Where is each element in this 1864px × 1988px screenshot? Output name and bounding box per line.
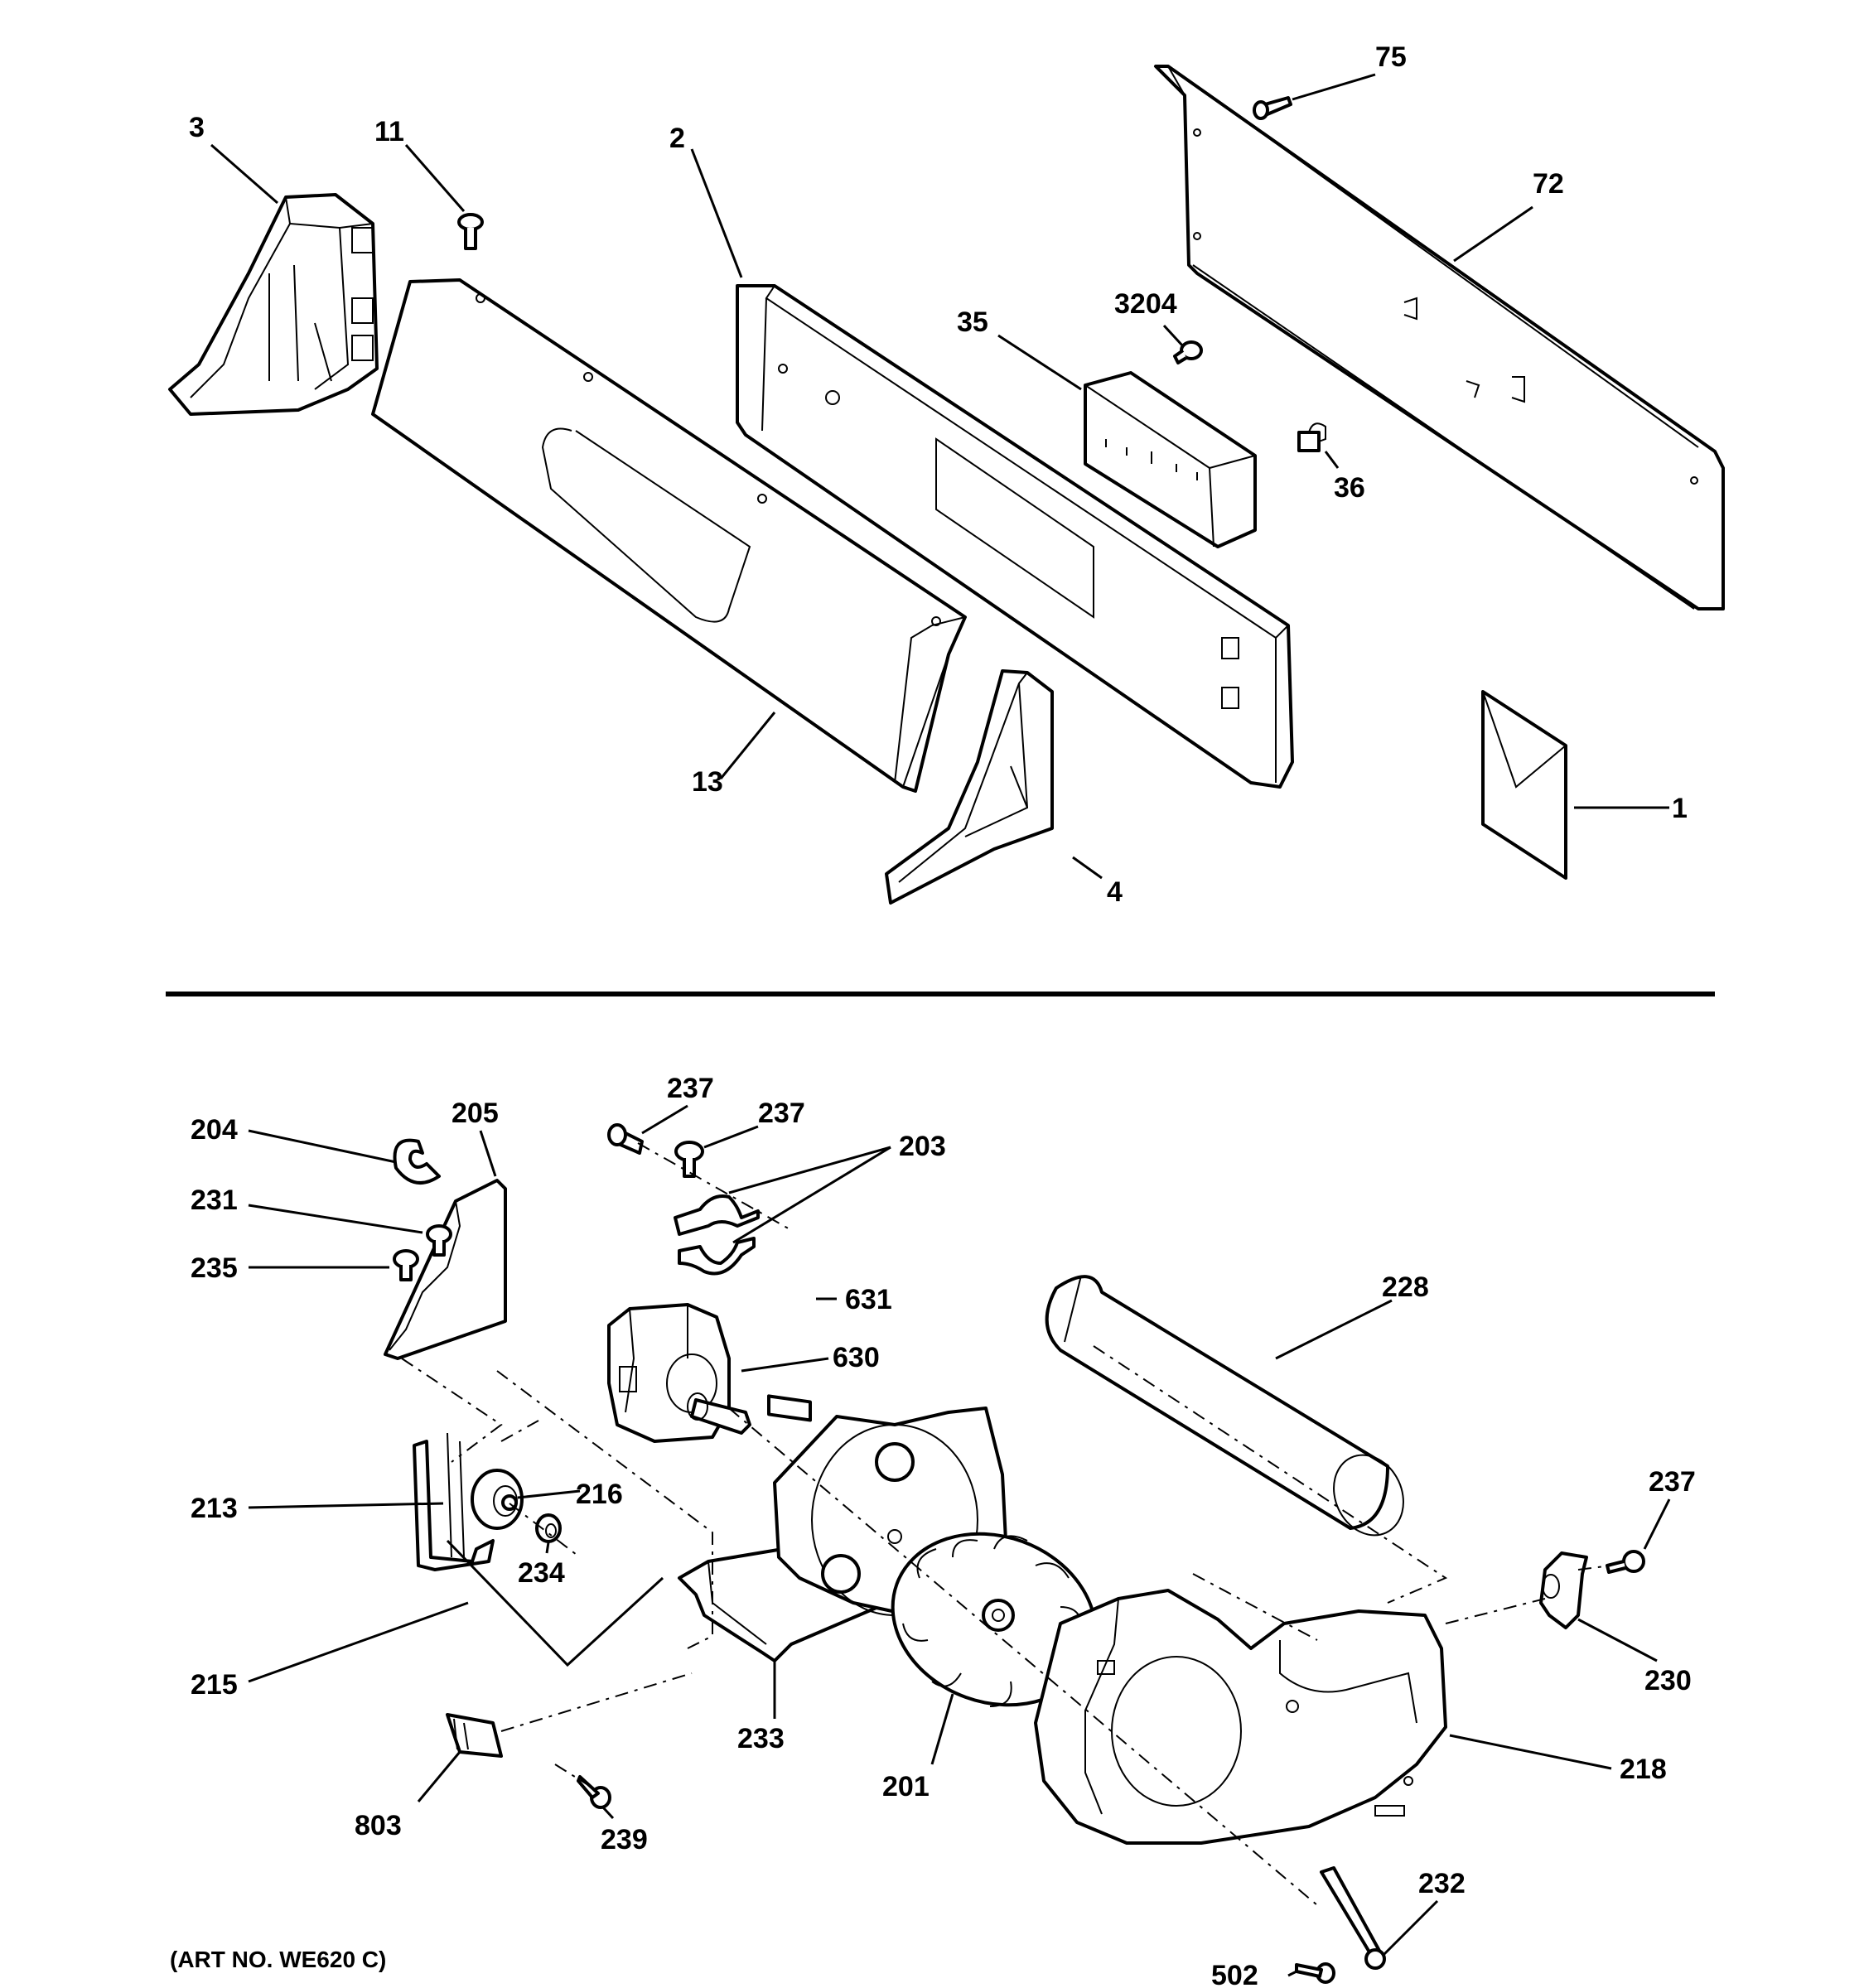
alignment-lines	[401, 1142, 1612, 1906]
part-4-right-endcap[interactable]	[885, 669, 1054, 905]
callout-204: 204	[191, 1114, 238, 1146]
callout-11: 11	[374, 116, 404, 147]
art-number: (ART NO. WE620 C)	[170, 1947, 386, 1972]
callout-3204: 3204	[1114, 288, 1177, 320]
part-218-blower-housing[interactable]	[1034, 1589, 1447, 1845]
part-2-panel-frame[interactable]	[736, 284, 1294, 789]
part-216-pulley[interactable]	[471, 1469, 524, 1530]
callout-803: 803	[355, 1810, 402, 1841]
callout-216: 216	[576, 1479, 623, 1510]
leader-lines	[210, 73, 1671, 1977]
part-3204-screw[interactable]	[1173, 340, 1203, 364]
callout-203: 203	[899, 1131, 946, 1162]
callout-239: 239	[601, 1824, 648, 1855]
part-803-switch[interactable]	[446, 1713, 503, 1758]
callout-502: 502	[1211, 1960, 1258, 1988]
part-237-screw-b[interactable]	[674, 1141, 704, 1178]
part-231-screw[interactable]	[426, 1224, 452, 1257]
part-205-bracket[interactable]	[384, 1179, 507, 1360]
part-234-nut[interactable]	[535, 1513, 562, 1543]
callout-13: 13	[692, 766, 723, 798]
part-203-motor-clamp-upper[interactable]	[674, 1194, 760, 1236]
part-36-connector[interactable]	[1297, 422, 1326, 452]
callout-231: 231	[191, 1185, 238, 1216]
callout-234: 234	[518, 1557, 565, 1589]
part-228-duct[interactable]	[1045, 1275, 1417, 1546]
part-11-screw[interactable]	[457, 213, 484, 250]
part-631-connector[interactable]	[767, 1394, 812, 1422]
part-235-screw[interactable]	[393, 1249, 419, 1281]
part-230-bearing-bracket[interactable]	[1539, 1551, 1588, 1629]
part-502-screw[interactable]	[1295, 1962, 1335, 1984]
part-72-rear-panel[interactable]	[1154, 65, 1725, 610]
callout-72: 72	[1533, 168, 1564, 200]
part-232-screw[interactable]	[1320, 1866, 1386, 1970]
callout-237-c: 237	[1649, 1466, 1696, 1498]
callout-232: 232	[1418, 1868, 1466, 1899]
callout-201: 201	[882, 1771, 930, 1802]
callout-2: 2	[669, 123, 685, 154]
part-13-control-panel[interactable]	[371, 278, 967, 793]
part-35-control-board[interactable]	[1084, 371, 1257, 548]
callout-215: 215	[191, 1669, 238, 1701]
callout-630: 630	[833, 1342, 880, 1373]
callout-228: 228	[1382, 1271, 1429, 1303]
callout-233: 233	[737, 1723, 785, 1754]
callout-205: 205	[452, 1098, 499, 1129]
callout-235: 235	[191, 1252, 238, 1284]
callout-237-b: 237	[758, 1098, 805, 1129]
part-204-clip[interactable]	[393, 1138, 441, 1185]
part-213-idler-arm[interactable]	[413, 1432, 495, 1571]
callout-75: 75	[1375, 41, 1407, 73]
callout-labels: 75 3 11 2 72 3204 35 36 13 1 4 237 205 2…	[170, 41, 1696, 1988]
part-237-screw-c[interactable]	[1606, 1550, 1645, 1574]
callout-4: 4	[1107, 876, 1123, 908]
part-215-rod[interactable]	[446, 1539, 664, 1667]
part-237-screw-a[interactable]	[607, 1123, 644, 1155]
part-630-motor[interactable]	[607, 1303, 751, 1443]
part-3-left-endcap[interactable]	[168, 193, 379, 416]
callout-230: 230	[1644, 1665, 1692, 1696]
callout-631: 631	[845, 1284, 892, 1315]
callout-35: 35	[957, 306, 988, 338]
part-203-motor-clamp-lower[interactable]	[678, 1237, 756, 1276]
callout-237-a: 237	[667, 1073, 714, 1104]
part-75-screw[interactable]	[1253, 96, 1292, 120]
part-1-envelope[interactable]	[1481, 690, 1567, 880]
callout-218: 218	[1620, 1754, 1667, 1785]
callout-1: 1	[1672, 793, 1688, 824]
callout-3: 3	[189, 112, 205, 143]
callout-213: 213	[191, 1493, 238, 1524]
callout-36: 36	[1334, 472, 1365, 504]
